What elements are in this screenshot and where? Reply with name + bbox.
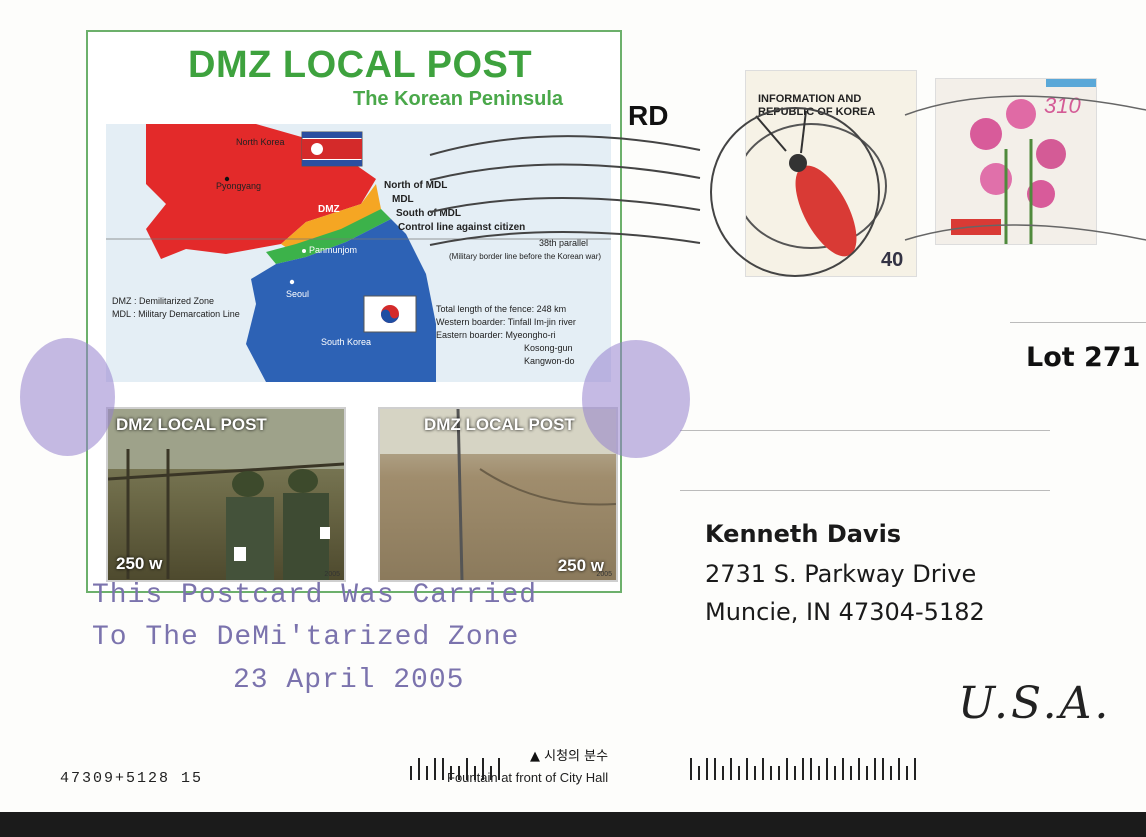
postal-code-print: 47309+5128 15 (60, 770, 204, 787)
stamp-soldiers: DMZ LOCAL POST 250 w 2005 (106, 407, 346, 582)
stamp1-value: 40 (881, 249, 904, 271)
address-country: U.S.A. (958, 678, 1112, 729)
military-border-label: (Military border line before the Korean … (449, 252, 602, 261)
purple-seal-right (582, 340, 690, 458)
pyongyang-label: Pyongyang (216, 181, 262, 191)
panmunjom-label: Panmunjom (309, 245, 358, 255)
korean-caption: ▲ 시청의 분수 (530, 749, 609, 764)
legend-mdl: MDL : Military Demarcation Line (112, 309, 240, 319)
sheet-subtitle: The Korean Peninsula (353, 88, 564, 110)
address-name: Kenneth Davis (705, 520, 902, 548)
cachet-line2: To The DeMi'tarized Zone (92, 622, 520, 653)
stamp-left-label: DMZ LOCAL POST (116, 415, 267, 434)
english-caption: Fountain at front of City Hall (447, 770, 609, 785)
legend-dmz: DMZ : Demilitarized Zone (112, 296, 215, 306)
stamp2-value: 310 (1044, 93, 1081, 118)
north-of-mdl-label: North of MDL (384, 180, 448, 191)
soldiers-image (108, 409, 344, 580)
purple-seal-left (20, 338, 115, 456)
stamp-right-year: 2005 (596, 571, 612, 578)
dmz-label: DMZ (318, 204, 340, 215)
address-street: 2731 S. Parkway Drive (705, 560, 977, 588)
cachet-line1: This Postcard Was Carried (92, 580, 538, 611)
stamp-right-value: 250 w (557, 556, 604, 575)
souvenir-sheet: DMZ LOCAL POST The Korean Peninsula (86, 30, 622, 593)
seoul-label: Seoul (286, 289, 310, 299)
stamp1-text: INFORMATION AND REPUBLIC OF KOREA (758, 93, 876, 118)
control-line-label: Control line against citizen (398, 222, 526, 233)
divider-line (1010, 322, 1146, 323)
postcard: DMZ LOCAL POST The Korean Peninsula (20, 30, 1146, 787)
partial-heading: RD (628, 100, 669, 131)
stamp-right-label: DMZ LOCAL POST (424, 415, 575, 434)
cachet-line3: 23 April 2005 (233, 665, 465, 696)
lot-number: Lot 271 (1026, 342, 1141, 373)
divider-line (680, 430, 1050, 431)
fence-total-label: Total length of the fence: 248 km (436, 304, 567, 314)
sheet-title: DMZ LOCAL POST (188, 44, 533, 86)
north-korea-label: North Korea (236, 137, 285, 147)
south-korea-label: South Korea (321, 337, 372, 347)
postage-stamp-beetle: INFORMATION AND REPUBLIC OF KOREA 40 (745, 70, 917, 277)
parallel-label: 38th parallel (539, 238, 589, 248)
stamp-fence: DMZ LOCAL POST 250 w 2005 (378, 407, 618, 582)
postage-stamp-flowers: 310 (935, 78, 1097, 245)
korean-peninsula-map: North Korea Pyongyang DMZ North of MDL M… (106, 124, 611, 382)
address-city: Muncie, IN 47304-5182 (705, 598, 985, 626)
mdl-label: MDL (392, 194, 414, 205)
fence-east3-label: Kangwon-do (524, 356, 575, 366)
fence-east2-label: Kosong-gun (524, 343, 573, 353)
stamp-left-year: 2005 (324, 571, 340, 578)
fence-east-label: Eastern boarder: Myeongho-ri (436, 330, 556, 340)
postal-barcode (410, 758, 916, 780)
fence-west-label: Western boarder: Tinfall Im-jin river (436, 317, 576, 327)
divider-line (680, 490, 1050, 491)
stamp-left-value: 250 w (116, 554, 163, 573)
south-of-mdl-label: South of MDL (396, 208, 461, 219)
scan-border (0, 812, 1146, 837)
fence-image (380, 409, 616, 580)
